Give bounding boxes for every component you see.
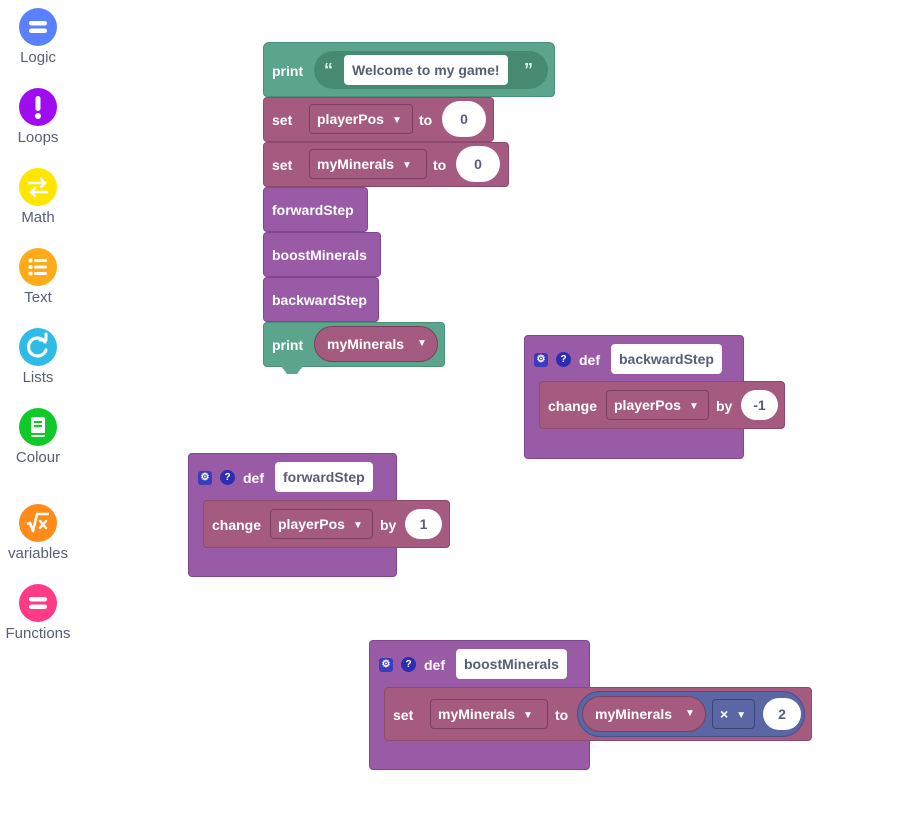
set-variable-block[interactable]: set playerPos ▼ to 0 xyxy=(263,97,494,142)
set-variable-block[interactable]: set myMinerals▼ to myMinerals ▼ ×▼ 2 xyxy=(384,687,812,741)
print-keyword: print xyxy=(272,63,304,79)
function-name: backwardStep xyxy=(272,292,367,308)
equals-icon xyxy=(19,8,57,46)
call-backwardstep-block[interactable]: backwardStep xyxy=(263,277,379,322)
variable-name: myMinerals xyxy=(595,706,673,722)
category-label: Math xyxy=(21,209,55,226)
arithmetic-block[interactable]: myMinerals ▼ ×▼ 2 xyxy=(577,691,805,737)
variable-dropdown[interactable]: myMinerals ▼ xyxy=(430,699,548,729)
variable-reporter[interactable]: myMinerals ▼ xyxy=(582,696,706,732)
function-name: forwardStep xyxy=(272,202,354,218)
def-keyword: def xyxy=(579,352,600,368)
category-functions[interactable]: Functions xyxy=(0,584,76,642)
print-variable-block[interactable]: print myMinerals ▼ xyxy=(263,322,445,367)
number-input[interactable]: 0 xyxy=(442,101,486,137)
open-quote: “ xyxy=(324,60,333,80)
dropdown-arrow-icon: ▼ xyxy=(685,708,695,719)
category-math[interactable]: Math xyxy=(0,168,76,226)
variable-name: myMinerals xyxy=(327,336,405,352)
set-keyword: set xyxy=(272,157,293,173)
set-keyword: set xyxy=(272,112,293,128)
set-variable-block[interactable]: set myMinerals ▼ to 0 xyxy=(263,142,509,187)
gear-icon[interactable]: ⚙ xyxy=(198,471,212,485)
number-input[interactable]: 2 xyxy=(763,698,801,730)
variable-reporter[interactable]: myMinerals ▼ xyxy=(314,326,438,362)
variable-dropdown[interactable]: playerPos ▼ xyxy=(309,104,413,134)
dropdown-arrow-icon: ▼ xyxy=(402,160,412,171)
gear-icon[interactable]: ⚙ xyxy=(379,658,393,672)
number-input[interactable]: 0 xyxy=(456,146,500,182)
help-icon[interactable]: ? xyxy=(556,352,571,367)
dropdown-arrow-icon: ▼ xyxy=(736,710,747,721)
category-label: Lists xyxy=(22,369,54,386)
text-literal[interactable]: “ Welcome to my game! ” xyxy=(314,51,548,89)
variable-name: playerPos xyxy=(317,111,384,127)
gear-icon[interactable]: ⚙ xyxy=(534,353,548,367)
category-label: Colour xyxy=(15,449,61,466)
by-keyword: by xyxy=(380,517,397,533)
text-value-field[interactable]: Welcome to my game! xyxy=(344,55,508,85)
call-forwardstep-block[interactable]: forwardStep xyxy=(263,187,368,232)
def-keyword: def xyxy=(243,470,264,486)
close-quote: ” xyxy=(524,60,533,80)
category-loops[interactable]: Loops xyxy=(0,88,76,146)
call-boostminerals-block[interactable]: boostMinerals xyxy=(263,232,381,277)
block-notch xyxy=(281,366,303,374)
change-keyword: change xyxy=(212,517,262,533)
to-keyword: to xyxy=(555,707,569,723)
category-colour[interactable]: Colour xyxy=(0,408,76,466)
function-name-field[interactable]: boostMinerals xyxy=(456,649,567,679)
category-label: Text xyxy=(24,289,52,306)
variable-dropdown[interactable]: myMinerals ▼ xyxy=(309,149,427,179)
list-icon xyxy=(19,248,57,286)
refresh-icon xyxy=(19,328,57,366)
print-keyword: print xyxy=(272,337,304,353)
operator-symbol: × xyxy=(720,706,729,722)
change-keyword: change xyxy=(548,398,598,414)
sqrt-x-icon xyxy=(19,504,57,542)
help-icon[interactable]: ? xyxy=(401,657,416,672)
number-input[interactable]: 1 xyxy=(405,509,442,539)
function-name-field[interactable]: backwardStep xyxy=(611,344,722,374)
category-logic[interactable]: Logic xyxy=(0,8,76,66)
to-keyword: to xyxy=(433,157,447,173)
category-variables[interactable]: variables xyxy=(0,504,76,562)
exclamation-icon xyxy=(19,88,57,126)
operator-dropdown[interactable]: ×▼ xyxy=(712,699,755,729)
by-keyword: by xyxy=(716,398,733,414)
variable-name: playerPos xyxy=(614,397,681,413)
dropdown-arrow-icon: ▼ xyxy=(688,401,699,412)
function-name: boostMinerals xyxy=(272,247,367,263)
print-text-block[interactable]: print “ Welcome to my game! ” xyxy=(263,42,555,97)
variable-dropdown[interactable]: playerPos ▼ xyxy=(270,509,373,539)
category-label: Functions xyxy=(5,625,71,642)
dropdown-arrow-icon: ▼ xyxy=(352,520,363,531)
variable-dropdown[interactable]: playerPos ▼ xyxy=(606,390,709,420)
variable-name: playerPos xyxy=(278,516,345,532)
book-icon xyxy=(19,408,57,446)
function-name-field[interactable]: forwardStep xyxy=(275,462,373,492)
help-icon[interactable]: ? xyxy=(220,470,235,485)
category-label: Logic xyxy=(20,49,56,66)
category-label: variables xyxy=(7,545,69,562)
category-lists[interactable]: Lists xyxy=(0,328,76,386)
variable-name: myMinerals xyxy=(317,156,395,172)
dropdown-arrow-icon: ▼ xyxy=(417,338,427,349)
set-keyword: set xyxy=(393,707,414,723)
variable-name: myMinerals xyxy=(438,706,516,722)
category-text[interactable]: Text xyxy=(0,248,76,306)
dropdown-arrow-icon: ▼ xyxy=(391,115,402,126)
dropdown-arrow-icon: ▼ xyxy=(523,710,533,721)
number-input[interactable]: -1 xyxy=(741,390,778,420)
change-variable-block[interactable]: change playerPos ▼ by 1 xyxy=(203,500,450,548)
def-keyword: def xyxy=(424,657,445,673)
equals-icon xyxy=(19,584,57,622)
change-variable-block[interactable]: change playerPos ▼ by -1 xyxy=(539,381,785,429)
arrows-swap-icon xyxy=(19,168,57,206)
to-keyword: to xyxy=(419,112,433,128)
category-label: Loops xyxy=(17,129,59,146)
